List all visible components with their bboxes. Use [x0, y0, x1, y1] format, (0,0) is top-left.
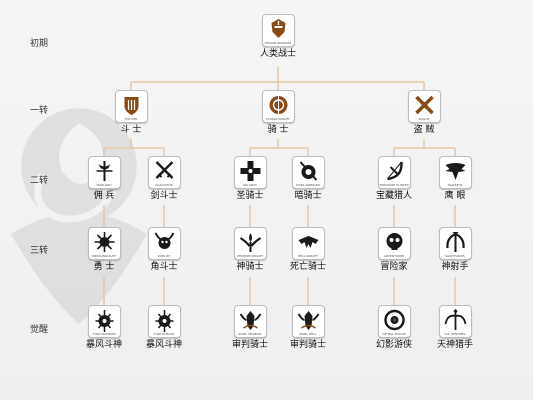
node-gladiator[interactable]: GLADIATOR 剑斗士 — [135, 156, 193, 202]
node-label: 鹰 眼 — [444, 191, 466, 201]
cross-emblem-icon: PALADIN — [233, 156, 267, 189]
node-label: 暗骑士 — [294, 191, 322, 201]
node-label: 斗 士 — [120, 125, 142, 135]
node-dark-avenger[interactable]: DARK AVENGER 暗骑士 — [279, 156, 337, 202]
node-hawkeye[interactable]: HAWKEYE 鹰 眼 — [426, 156, 484, 202]
node-duelist[interactable]: DUELIST 角斗士 — [135, 227, 193, 273]
node-rogue[interactable]: ROGUE 盗 贼 — [395, 90, 453, 136]
node-en-label: HUMAN WARRIOR — [264, 42, 292, 45]
node-label: 审判骑士 — [231, 340, 268, 350]
node-label: 剑斗士 — [150, 191, 178, 201]
node-sigel-hell-knight[interactable]: SIGEL HELL 审判骑士 — [279, 305, 337, 351]
skull-mask-icon: ADVENTURER — [377, 227, 411, 260]
hawk-wing-icon: HAWKEYE — [438, 156, 472, 189]
node-label: 宝藏猎人 — [375, 191, 412, 201]
spiked-emblem-icon: DREADNOUGHT — [87, 227, 121, 260]
halberd-icon: WARLORD — [87, 156, 121, 189]
node-warlord[interactable]: WARLORD 佣 兵 — [75, 156, 133, 202]
node-dreadnought[interactable]: DREADNOUGHT 勇 士 — [75, 227, 133, 273]
node-adventurer[interactable]: ADVENTURER 冒险家 — [365, 227, 423, 273]
node-label: 幻影游侠 — [375, 340, 412, 350]
winged-spear-icon: YUL SENTINEL — [438, 305, 472, 338]
winged-crest-icon: SIGEL PHOENIX — [233, 305, 267, 338]
phoenix-icon: PHOENIX KNIGHT — [233, 227, 267, 260]
node-label: 人类战士 — [259, 49, 296, 59]
node-paladin[interactable]: PALADIN 圣骑士 — [221, 156, 279, 202]
node-en-label: HAWKEYE — [447, 184, 463, 187]
node-en-label: GLADIATOR — [155, 184, 173, 187]
node-othell-rogue[interactable]: OTHELL ROGUE 幻影游侠 — [365, 305, 423, 351]
node-fighter[interactable]: FIGHTER 斗 士 — [102, 90, 160, 136]
node-treasure-hunter[interactable]: TREASURE HUNTER 宝藏猎人 — [365, 156, 423, 202]
node-sagittarius[interactable]: SAGITTARIUS 神射手 — [426, 227, 484, 273]
crossed-swords-icon: GLADIATOR — [147, 156, 181, 189]
node-phoenix-knight[interactable]: PHOENIX KNIGHT 神骑士 — [221, 227, 279, 273]
node-tyrr-duelist[interactable]: TYRR DUELIST 暴风斗神 — [135, 305, 193, 351]
node-en-label: SIGEL HELL — [299, 333, 317, 336]
crossed-daggers-icon: ROGUE — [407, 90, 441, 123]
node-label: 勇 士 — [93, 262, 115, 272]
node-label: 冒险家 — [380, 262, 408, 272]
node-label: 佣 兵 — [93, 191, 115, 201]
node-en-label: SIGEL PHOENIX — [238, 333, 262, 336]
tier-label-first: 一转 — [29, 106, 48, 116]
shield-axe-emblem-icon: FIGHTER — [114, 90, 148, 123]
node-en-label: DARK AVENGER — [296, 184, 320, 187]
tier-label-second: 二转 — [29, 176, 48, 186]
horned-skull-icon: DUELIST — [147, 227, 181, 260]
node-en-label: ADVENTURER — [383, 255, 405, 258]
bow-dagger-icon: TREASURE HUNTER — [377, 156, 411, 189]
node-hell-knight[interactable]: HELL KNIGHT 死亡骑士 — [279, 227, 337, 273]
node-sigel-phoenix-knight[interactable]: SIGEL PHOENIX 审判骑士 — [221, 305, 279, 351]
ring-orb-icon: OTHELL ROGUE — [377, 305, 411, 338]
node-label: 死亡骑士 — [289, 262, 326, 272]
node-en-label: PALADIN — [243, 184, 257, 187]
node-en-label: DREADNOUGHT — [92, 255, 116, 258]
tier-label-initial: 初期 — [29, 39, 48, 49]
helmet-emblem-icon: HUMAN WARRIOR — [261, 14, 295, 47]
node-label: 盗 贼 — [413, 125, 435, 135]
bat-wing-icon: HELL KNIGHT — [291, 227, 325, 260]
node-en-label: DUELIST — [157, 255, 171, 258]
node-label: 神骑士 — [236, 262, 264, 272]
node-human-warrior[interactable]: HUMAN WARRIOR 人类战士 — [249, 14, 307, 60]
node-label: 暴风斗神 — [85, 340, 122, 350]
node-label: 暴风斗神 — [145, 340, 182, 350]
winged-crest-icon: SIGEL HELL — [291, 305, 325, 338]
gear-crown-icon: TYRR WARRIOR — [87, 305, 121, 338]
node-label: 骑 士 — [267, 125, 289, 135]
node-en-label: HUMAN KNIGHT — [266, 118, 290, 121]
gear-crown-icon: TYRR DUELIST — [147, 305, 181, 338]
node-label: 角斗士 — [150, 262, 178, 272]
node-label: 圣骑士 — [236, 191, 264, 201]
node-knight[interactable]: HUMAN KNIGHT 骑 士 — [249, 90, 307, 136]
node-en-label: TREASURE HUNTER — [379, 184, 409, 187]
node-en-label: TYRR WARRIOR — [92, 333, 116, 336]
node-yul-sentinel[interactable]: YUL SENTINEL 天神猎手 — [426, 305, 484, 351]
node-label: 天神猎手 — [436, 340, 473, 350]
node-en-label: FIGHTER — [124, 118, 138, 121]
winged-bow-icon: SAGITTARIUS — [438, 227, 472, 260]
node-en-label: TYRR DUELIST — [153, 333, 175, 336]
node-en-label: OTHELL ROGUE — [382, 333, 406, 336]
sword-shield-icon: DARK AVENGER — [291, 156, 325, 189]
tier-label-third: 三转 — [29, 246, 48, 256]
node-label: 神射手 — [441, 262, 469, 272]
node-en-label: SAGITTARIUS — [445, 255, 465, 258]
node-tyrr-warrior[interactable]: TYRR WARRIOR 暴风斗神 — [75, 305, 133, 351]
round-shield-emblem-icon: HUMAN KNIGHT — [261, 90, 295, 123]
node-en-label: HELL KNIGHT — [298, 255, 318, 258]
node-en-label: WARLORD — [96, 184, 112, 187]
node-en-label: YUL SENTINEL — [444, 333, 466, 336]
node-label: 审判骑士 — [289, 340, 326, 350]
node-en-label: PHOENIX KNIGHT — [237, 255, 263, 258]
node-en-label: ROGUE — [418, 118, 430, 121]
tier-label-awakening: 觉醒 — [29, 325, 48, 335]
